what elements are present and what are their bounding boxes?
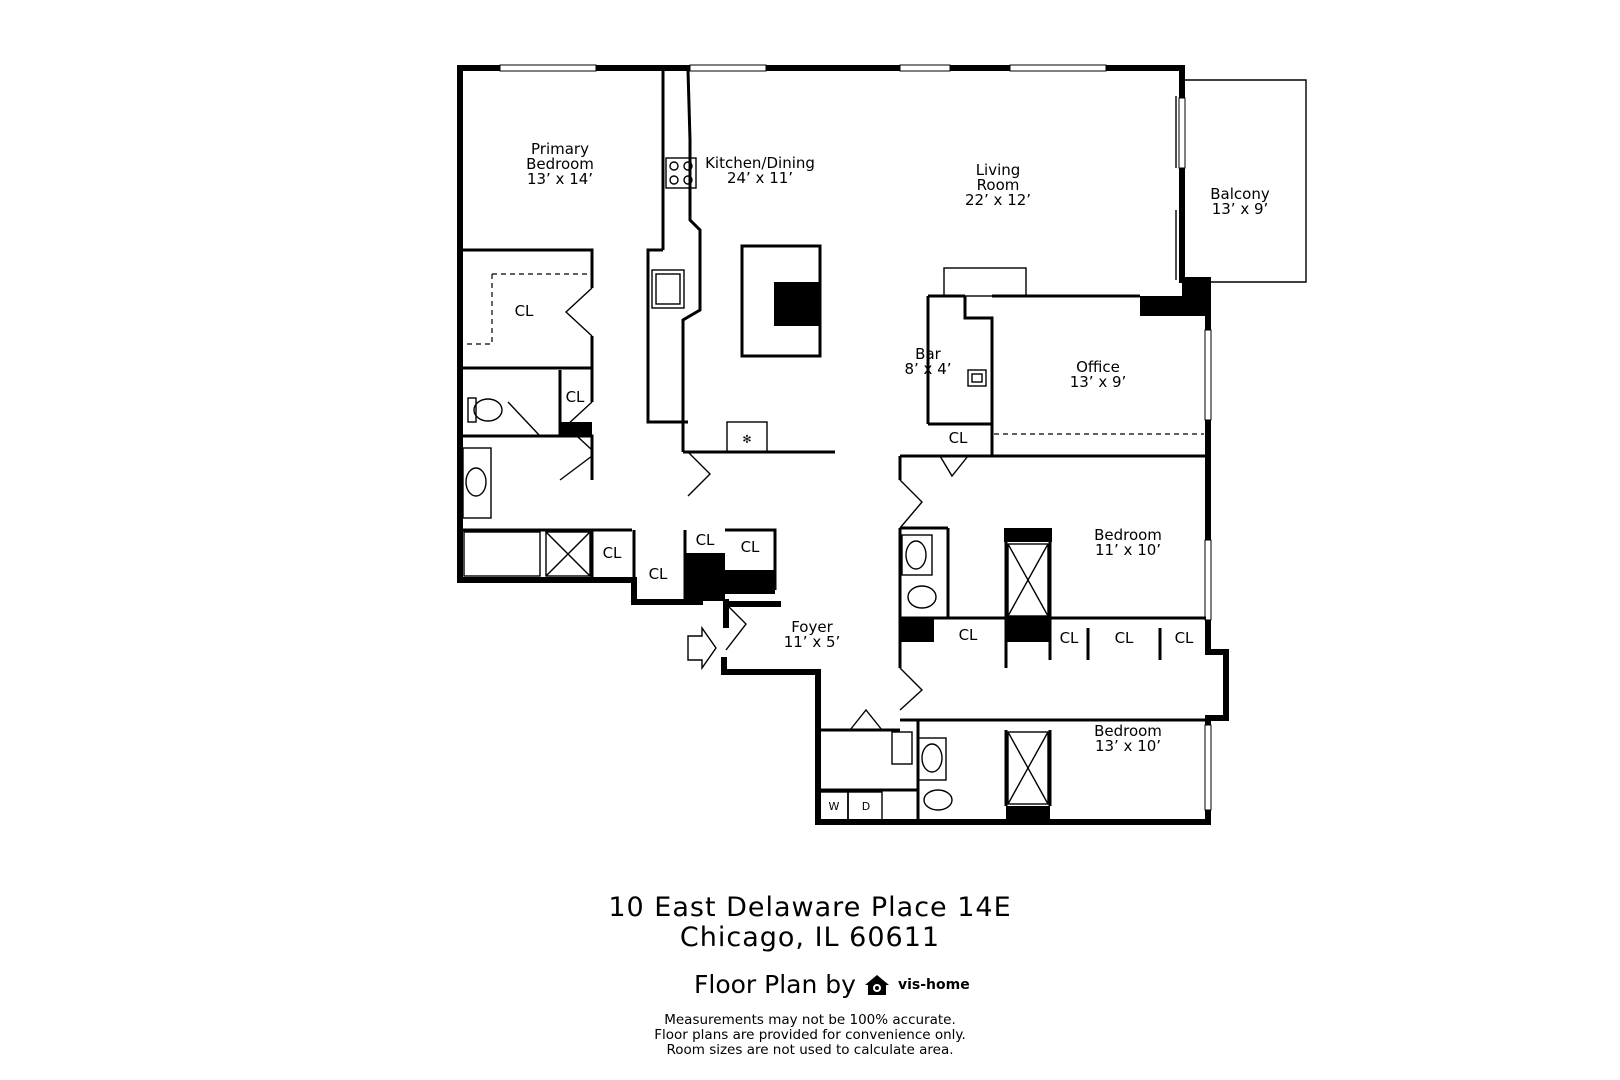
- bar-name: Bar: [915, 345, 941, 363]
- interior-walls: [462, 69, 1208, 822]
- dryer-label: D: [862, 800, 870, 813]
- room-label-balcony: Balcony 13’ x 9’: [1210, 185, 1270, 218]
- disclaimer: Measurements may not be 100% accurate. F…: [0, 1013, 1620, 1058]
- house-logo-icon: [864, 974, 889, 995]
- address-line-1: 10 East Delaware Place 14E: [608, 892, 1012, 923]
- kitchen-size: 24’ x 11’: [727, 169, 793, 187]
- room-label-kitchen-dining: Kitchen/Dining 24’ x 11’: [705, 154, 815, 187]
- address-block: 10 East Delaware Place 14E Chicago, IL 6…: [0, 893, 1620, 953]
- foyer-name: Foyer: [791, 618, 833, 636]
- svg-text:✻: ✻: [742, 433, 751, 446]
- room-label-foyer: Foyer 11’ x 5’: [784, 618, 841, 651]
- closet-label: CL: [566, 388, 585, 406]
- brand-logo-text: vis-home: [897, 976, 970, 993]
- closet-label: CL: [741, 538, 760, 556]
- office-name: Office: [1076, 358, 1120, 376]
- primary-bedroom-name-2: Bedroom: [526, 155, 594, 173]
- room-label-bedroom-2: Bedroom 11’ x 10’: [1094, 526, 1162, 559]
- primary-bedroom-name-1: Primary: [531, 140, 589, 158]
- balcony-name: Balcony: [1210, 185, 1270, 203]
- foyer-size: 11’ x 5’: [784, 633, 841, 651]
- windows: [499, 64, 1212, 811]
- closet-label: CL: [1115, 629, 1134, 647]
- closet-label: CL: [649, 565, 668, 583]
- disclaimer-line: Floor plans are provided for convenience…: [654, 1027, 966, 1043]
- kitchen-name: Kitchen/Dining: [705, 154, 815, 172]
- closet-label: CL: [1175, 629, 1194, 647]
- room-label-bar: Bar 8’ x 4’: [904, 345, 951, 378]
- living-name-1: Living: [976, 161, 1021, 179]
- closet-label: CL: [603, 544, 622, 562]
- balcony-outline: [1175, 79, 1307, 283]
- washer-label: W: [829, 800, 840, 813]
- living-name-2: Room: [977, 176, 1020, 194]
- room-label-primary-bedroom: Primary Bedroom 13’ x 14’: [526, 140, 594, 188]
- bedroom-3-size: 13’ x 10’: [1095, 737, 1161, 755]
- office-size: 13’ x 9’: [1070, 373, 1127, 391]
- floor-plan-credit: Floor Plan by vis-home: [694, 970, 970, 999]
- bedroom-2-size: 11’ x 10’: [1095, 541, 1161, 559]
- balcony-size: 13’ x 9’: [1212, 200, 1269, 218]
- credit-prefix: Floor Plan by: [694, 970, 856, 999]
- disclaimer-line: Measurements may not be 100% accurate.: [664, 1012, 956, 1028]
- address-line-2: Chicago, IL 60611: [679, 922, 941, 953]
- closet-label: CL: [959, 626, 978, 644]
- bedroom-3-name: Bedroom: [1094, 722, 1162, 740]
- room-label-bedroom-3: Bedroom 13’ x 10’: [1094, 722, 1162, 755]
- primary-bedroom-size: 13’ x 14’: [527, 170, 593, 188]
- closet-labels: CL CL CL CL CL CL CL CL CL CL CL: [515, 302, 1194, 647]
- closet-label: CL: [515, 302, 534, 320]
- closet-label: CL: [696, 531, 715, 549]
- fixtures: ✻: [462, 157, 1049, 821]
- bar-size: 8’ x 4’: [904, 360, 951, 378]
- bedroom-2-name: Bedroom: [1094, 526, 1162, 544]
- room-label-office: Office 13’ x 9’: [1070, 358, 1127, 391]
- disclaimer-line: Room sizes are not used to calculate are…: [666, 1042, 954, 1058]
- closet-label: CL: [949, 429, 968, 447]
- closet-label: CL: [1060, 629, 1079, 647]
- living-size: 22’ x 12’: [965, 191, 1031, 209]
- room-label-living-room: Living Room 22’ x 12’: [965, 161, 1031, 209]
